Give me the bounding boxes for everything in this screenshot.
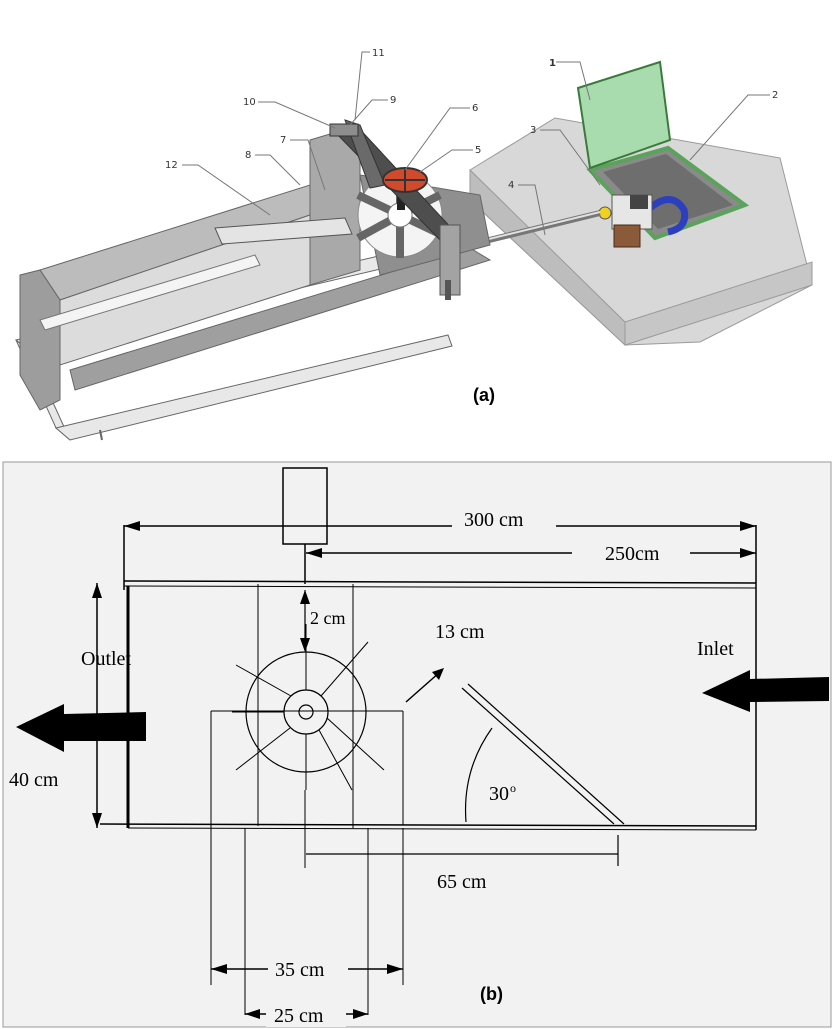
angle-label: 30 o — [489, 781, 516, 805]
label-angle-value: 30 — [489, 783, 509, 805]
tank-lid — [576, 60, 672, 170]
dim-width: 40 cm — [9, 583, 102, 828]
part-callouts — [182, 51, 770, 236]
part-numbers: 1 2 3 4 5 6 7 8 9 10 11 12 — [165, 48, 778, 191]
label-2cm: 2 cm — [310, 608, 346, 628]
channel-outline — [99, 525, 757, 831]
label-25cm: 25 cm — [274, 1005, 324, 1027]
label-300cm: 300 cm — [464, 509, 524, 531]
part-number-1: 1 — [549, 58, 556, 69]
part-number-7: 7 — [280, 135, 286, 146]
label-angle-degree: o — [510, 781, 516, 795]
inclined-plate — [461, 683, 625, 825]
label-13cm: 13 cm — [435, 621, 485, 643]
part-number-8: 8 — [245, 150, 251, 161]
inlet-arrow — [702, 670, 829, 712]
part-number-10: 10 — [243, 97, 256, 108]
concrete-platform — [469, 117, 813, 347]
panel-b: 300 cm 250cm 40 cm — [2, 461, 832, 1028]
motor-box — [282, 467, 328, 545]
part-number-9: 9 — [390, 95, 396, 106]
panel-a-caption: (a) — [473, 385, 495, 405]
label-65cm: 65 cm — [437, 871, 487, 893]
part-number-6: 6 — [472, 103, 478, 114]
panel-b-caption: (b) — [480, 984, 503, 1004]
wheel-plan — [232, 624, 385, 791]
outlet-arrow — [16, 704, 146, 752]
panel-a: 1 2 3 4 5 6 7 8 9 10 11 12 (a) — [0, 0, 834, 452]
label-250cm: 250cm — [605, 543, 660, 565]
label-40cm: 40 cm — [9, 769, 59, 791]
dim-guide-plate: 13 cm — [405, 621, 485, 703]
pump-assembly — [598, 194, 689, 248]
part-number-4: 4 — [508, 180, 514, 191]
label-35cm: 35 cm — [275, 959, 325, 981]
dim-wheel-to-plate: 65 cm — [306, 835, 619, 893]
part-number-12: 12 — [165, 160, 178, 171]
part-number-5: 5 — [475, 145, 481, 156]
top-pulley — [329, 123, 359, 137]
dim-outer-frame: 35 cm — [211, 957, 403, 981]
dim-inner-frame: 25 cm — [245, 1001, 368, 1027]
part-number-11: 11 — [372, 48, 385, 59]
dim-total-length: 300 cm — [124, 505, 756, 535]
inlet-label: Inlet — [697, 638, 734, 660]
part-number-2: 2 — [772, 90, 778, 101]
guide-plate — [214, 217, 353, 245]
dim-inlet-to-wheel: 250cm — [306, 538, 756, 566]
outlet-label: Outlet — [81, 648, 131, 670]
part-number-3: 3 — [530, 125, 536, 136]
gear-wheel — [382, 167, 428, 193]
dim-wheel-clearance: 2 cm — [300, 590, 346, 652]
wheel-frames — [210, 584, 404, 1015]
